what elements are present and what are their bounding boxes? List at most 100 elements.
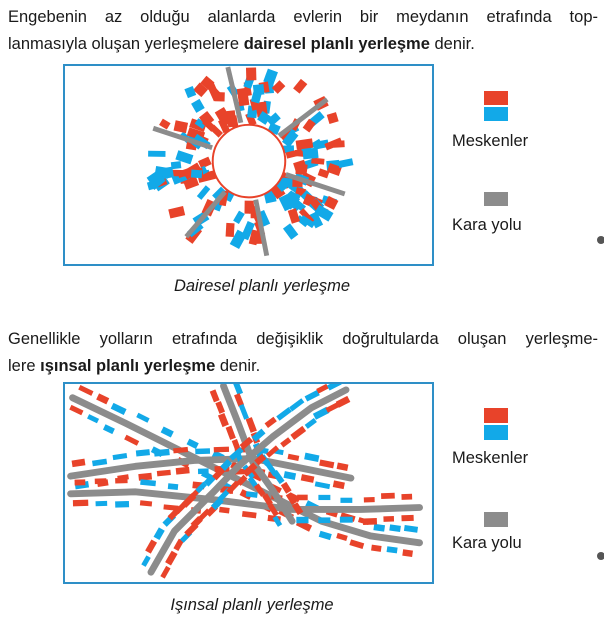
road-swatch <box>484 192 508 206</box>
dwelling-block <box>168 206 186 219</box>
dwelling-block <box>314 481 331 490</box>
dwelling-block <box>148 150 166 157</box>
dwelling-block <box>251 428 266 442</box>
dwelling-block <box>309 211 324 229</box>
dwelling-block <box>233 210 245 225</box>
dwelling-block <box>96 393 110 405</box>
dwelling-block <box>253 483 266 497</box>
dwelling-block <box>295 163 308 176</box>
dwelling-block <box>316 384 329 394</box>
dwelling-block <box>194 118 207 129</box>
dwelling-block <box>335 395 351 408</box>
dwelling-block <box>294 150 305 157</box>
road-path <box>220 384 296 525</box>
dwelling-block <box>236 474 248 486</box>
dwelling-block <box>302 118 316 133</box>
dwelling-block <box>336 462 349 471</box>
dwelling-block <box>215 401 225 414</box>
road-segment <box>225 66 244 124</box>
dwelling-block <box>340 497 353 503</box>
dwelling-block <box>242 462 258 477</box>
dwelling-block <box>145 539 158 554</box>
dwelling-block <box>267 503 279 517</box>
dwelling-block <box>386 546 398 554</box>
dwelling-block <box>312 406 330 420</box>
dwelling-block <box>280 437 292 448</box>
dwelling-block <box>87 414 100 424</box>
legend-circular: Meskenler Kara yolu <box>452 88 562 248</box>
dwelling-block <box>263 68 278 86</box>
dwelling-block <box>153 527 165 541</box>
dwelling-block <box>287 453 300 461</box>
dwelling-block <box>239 489 253 500</box>
road-path <box>147 386 350 576</box>
dwelling-block <box>371 544 382 552</box>
legend-road-label: Kara yolu <box>452 534 522 552</box>
dwelling-block <box>225 425 236 440</box>
dwelling-block <box>110 402 127 415</box>
dwelling-block <box>240 220 256 241</box>
radial-settlement-svg <box>67 384 423 579</box>
dwelling-swatch-red <box>484 91 508 105</box>
radial-settlement-diagram <box>63 382 434 584</box>
dwelling-block <box>245 67 257 81</box>
dwelling-block <box>282 145 295 154</box>
dwelling-block <box>69 404 84 416</box>
dwelling-block <box>196 185 211 200</box>
dwelling-block <box>150 175 166 191</box>
dwelling-block <box>245 491 258 498</box>
dwelling-block <box>193 82 208 98</box>
dwelling-block <box>218 506 230 514</box>
dwelling-block <box>339 516 353 523</box>
dwelling-block <box>245 417 257 433</box>
dwelling-block <box>304 452 320 462</box>
legend-radial: Meskenler Kara yolu <box>452 404 562 564</box>
dwelling-block <box>124 434 140 446</box>
dwelling-block <box>173 120 189 134</box>
dwelling-block <box>381 492 395 500</box>
dwelling-block <box>197 468 209 475</box>
dwelling-block <box>203 474 216 487</box>
road-segment <box>152 125 213 150</box>
dwelling-block <box>282 223 299 240</box>
dwelling-block <box>198 156 212 169</box>
dwelling-block <box>115 477 128 484</box>
dwelling-block <box>138 472 153 481</box>
dwelling-block <box>291 502 304 516</box>
term-circular-settlement: dairesel planlı yerleşme <box>243 35 430 53</box>
dwelling-block <box>272 515 283 527</box>
dwelling-block <box>159 118 171 130</box>
road-segment <box>253 199 270 257</box>
dwelling-block <box>336 532 348 541</box>
paragraph-line: Engebenin az olduğu alanlarda evlerin bi… <box>8 8 598 26</box>
dwelling-block <box>206 82 221 102</box>
dwelling-swatch-blue <box>484 107 508 121</box>
dwelling-block <box>115 501 130 508</box>
dwelling-block <box>283 190 301 207</box>
dwelling-block <box>170 169 186 177</box>
dwelling-block <box>278 194 294 212</box>
dwelling-block <box>276 407 292 421</box>
dwelling-block <box>283 471 297 481</box>
dwelling-block <box>325 402 339 413</box>
figure-caption: Işınsal planlı yerleşme <box>170 596 334 614</box>
dwelling-block <box>337 158 354 169</box>
legend-dwellings-label: Meskenler <box>452 449 529 467</box>
dwelling-block <box>389 524 401 533</box>
dwelling-block <box>71 458 86 468</box>
dwelling-block <box>92 458 108 467</box>
dwelling-block <box>304 389 320 402</box>
dwelling-block <box>220 459 233 471</box>
dwelling-block <box>202 118 216 132</box>
dwelling-block <box>333 140 345 148</box>
dwelling-block <box>141 555 151 567</box>
dwelling-block <box>175 150 194 165</box>
dwelling-block <box>318 530 332 541</box>
dwelling-block <box>373 523 386 532</box>
road-segment <box>277 97 329 138</box>
road-segment <box>184 190 227 239</box>
dwelling-block <box>72 499 89 507</box>
dwelling-block <box>311 157 325 165</box>
road-swatch <box>484 512 508 527</box>
dwelling-block <box>403 525 419 533</box>
